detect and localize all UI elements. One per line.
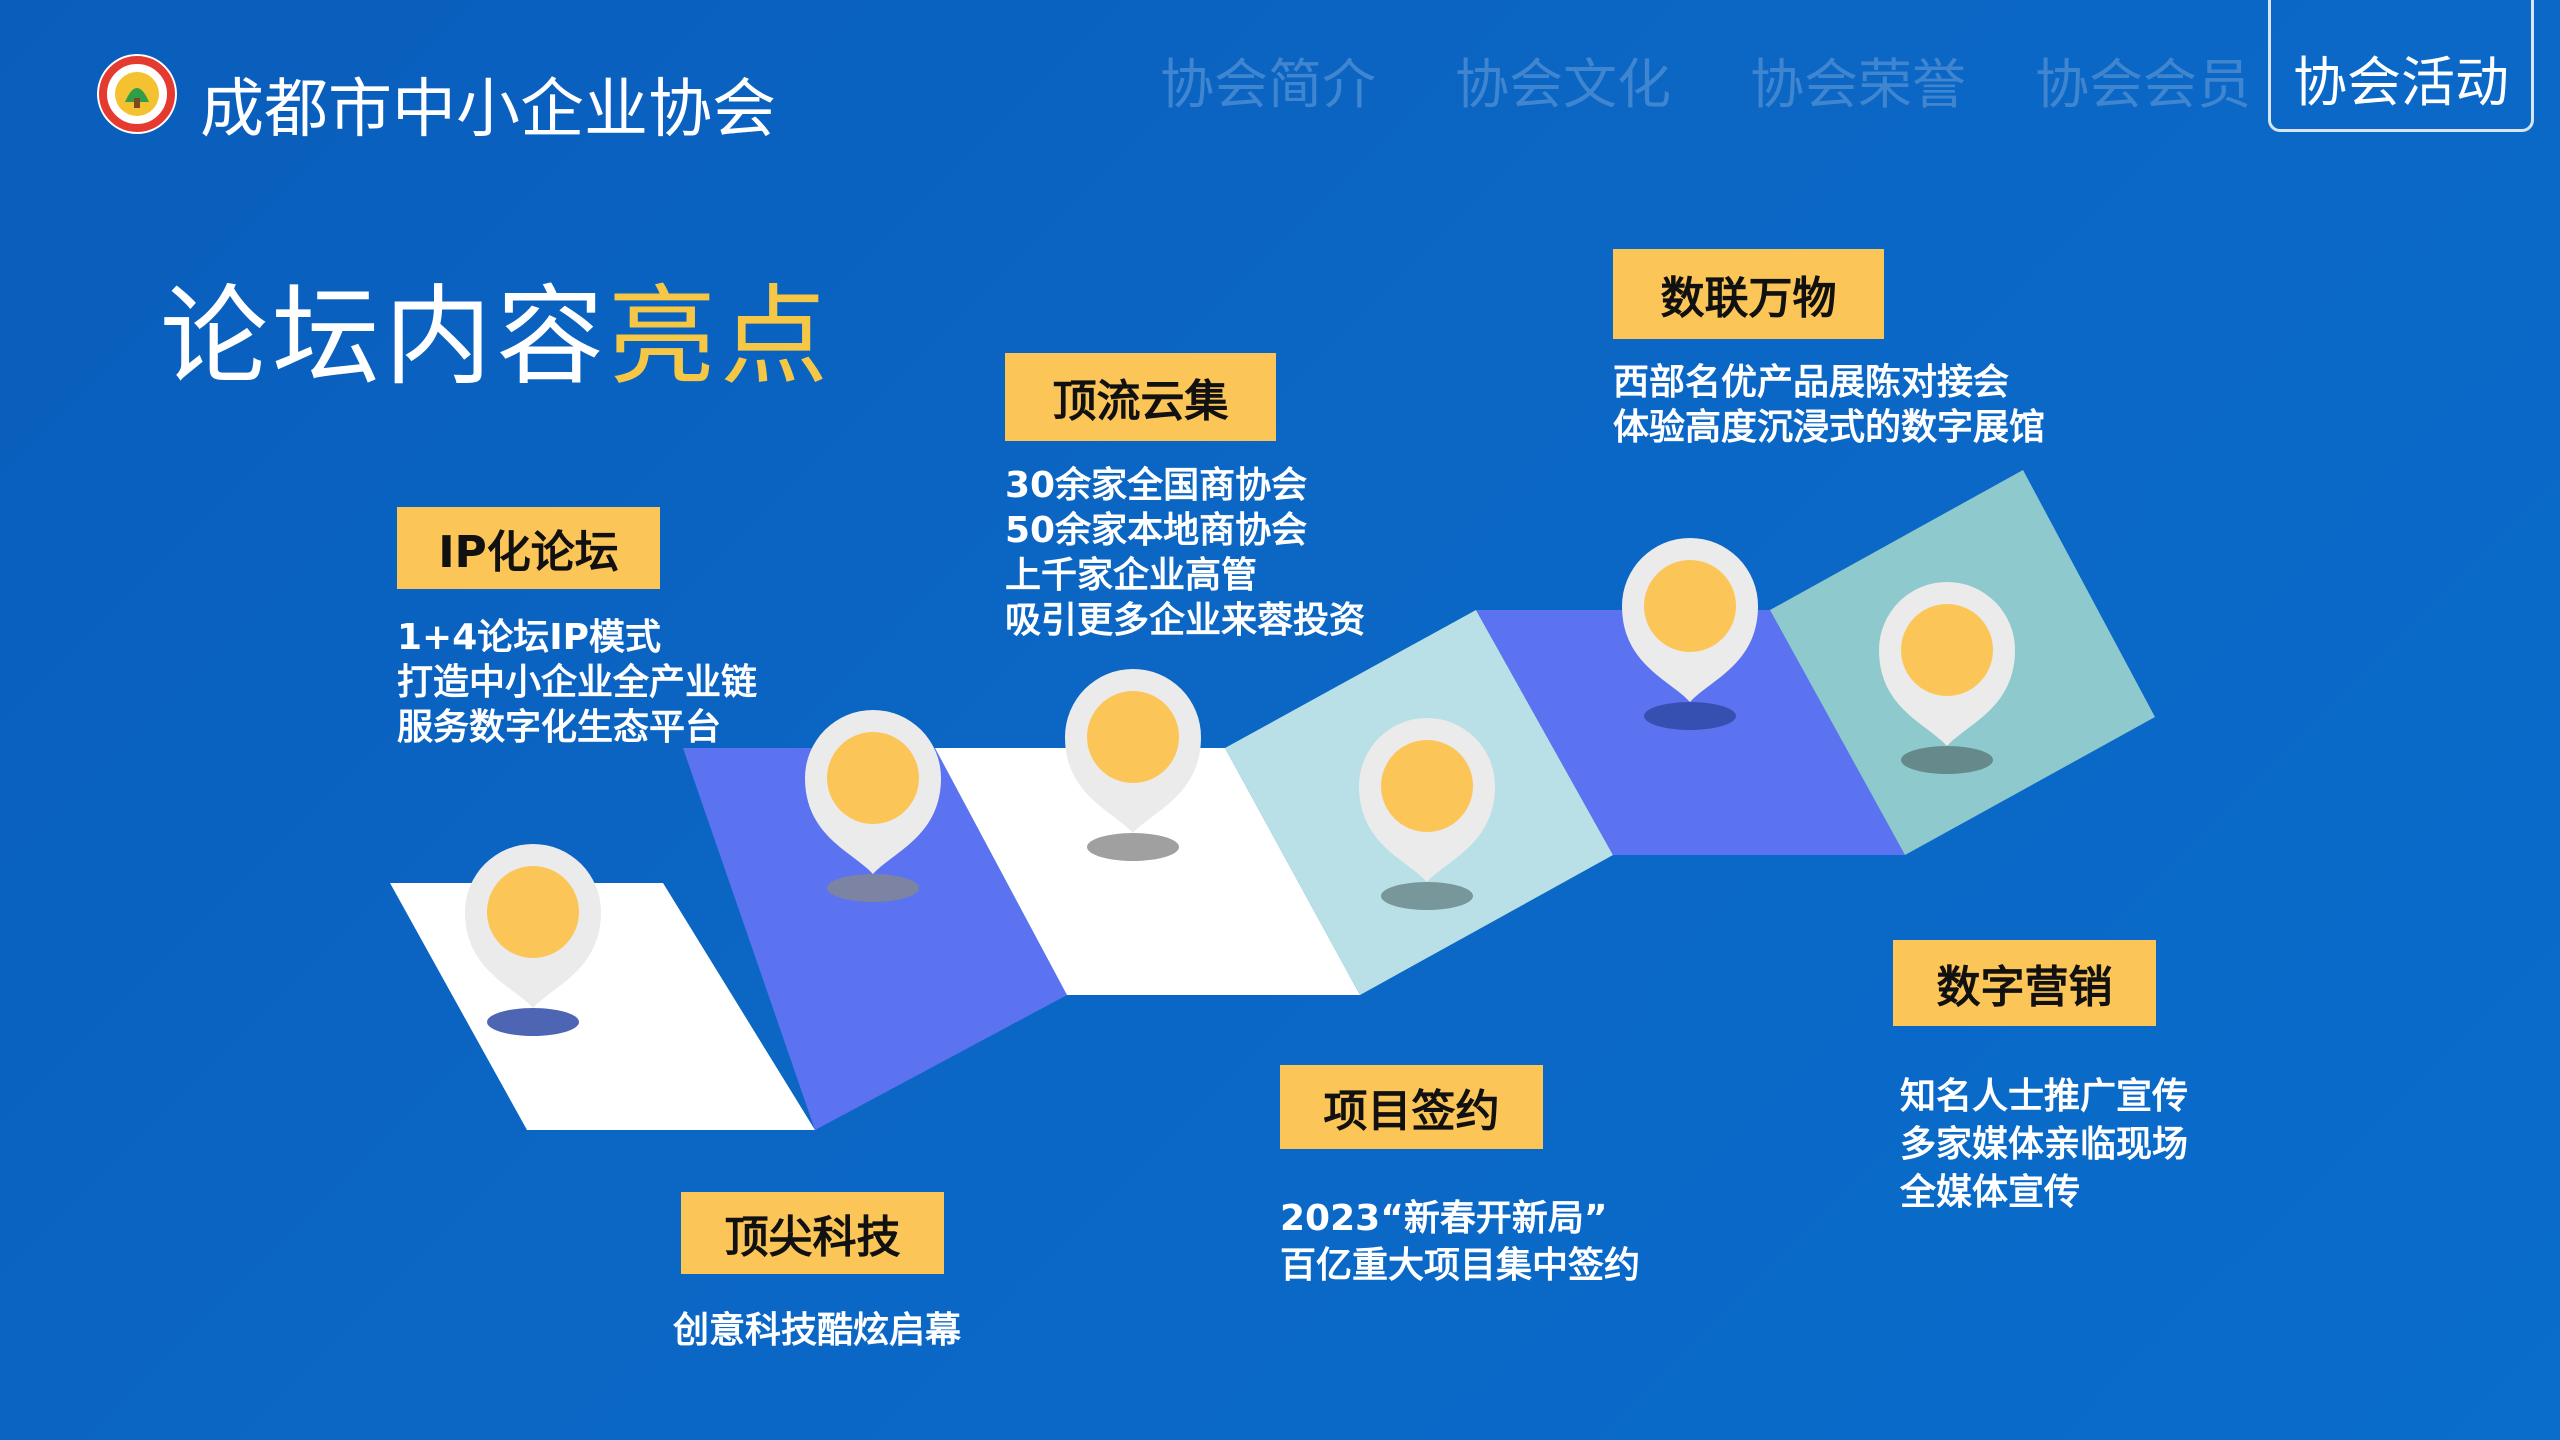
map-pin-icon [805,710,941,902]
page-title: 论坛内容亮点 [160,250,832,406]
nav-item-honors[interactable]: 协会荣誉 [1750,53,1966,116]
milestone-tag-iot: 数联万物 [1613,249,1884,339]
desc-line: 创意科技酷炫启幕 [673,1310,962,1351]
milestone-desc-signing: 2023“新春开新局” 百亿重大项目集中签约 [1280,1195,1640,1289]
desc-line: 多家媒体亲临现场 [1900,1124,2189,1165]
desc-line: 上千家企业高管 [1005,555,1258,596]
milestone-desc-top-gathering: 30余家全国商协会 50余家本地商协会 上千家企业高管 吸引更多企业来蓉投资 [1005,463,1365,643]
nav-item-activities[interactable]: 协会活动 [2268,0,2534,132]
map-pin-icon [1622,538,1758,730]
road-segment-3 [935,748,1360,995]
desc-line: 全媒体宣传 [1900,1172,2081,1213]
association-logo-icon [97,54,177,134]
milestone-tag-top-tech: 顶尖科技 [681,1192,944,1274]
map-pin-icon [465,844,601,1036]
milestone-desc-iot: 西部名优产品展陈对接会 体验高度沉浸式的数字展馆 [1613,360,2045,450]
desc-line: 知名人士推广宣传 [1900,1076,2189,1117]
desc-line: 服务数字化生态平台 [397,707,722,748]
nav-item-members[interactable]: 协会会员 [2035,53,2251,116]
milestone-tag-ip-forum: IP化论坛 [397,507,660,589]
nav-item-culture[interactable]: 协会文化 [1455,53,1671,116]
map-pin-icon [1359,718,1495,910]
milestone-desc-ip-forum: 1+4论坛IP模式 打造中小企业全产业链 服务数字化生态平台 [397,615,757,750]
desc-line: 西部名优产品展陈对接会 [1613,362,2010,403]
nav-item-intro[interactable]: 协会简介 [1160,53,1376,116]
page-title-main: 论坛内容 [160,275,609,400]
page-title-highlight: 亮点 [608,275,833,400]
org-name: 成都市中小企业协会 [200,73,776,147]
road-segment-5 [1476,610,1905,855]
desc-line: 吸引更多企业来蓉投资 [1005,600,1366,641]
desc-line: 2023“新春开新局” [1280,1198,1608,1239]
desc-line: 打造中小企业全产业链 [397,662,758,703]
milestone-tag-digital-marketing: 数字营销 [1893,940,2156,1026]
map-pin-icon [1065,669,1201,861]
map-pin-icon [1879,582,2015,774]
desc-line: 百亿重大项目集中签约 [1280,1245,1641,1286]
desc-line: 体验高度沉浸式的数字展馆 [1613,407,2046,448]
desc-line: 30余家全国商协会 [1005,465,1308,506]
milestone-tag-top-gathering: 顶流云集 [1005,353,1276,441]
milestone-tag-signing: 项目签约 [1280,1065,1543,1149]
desc-line: 1+4论坛IP模式 [397,617,662,658]
milestone-desc-top-tech: 创意科技酷炫启幕 [673,1308,961,1353]
road-segment-2 [683,748,1067,1130]
milestone-desc-digital-marketing: 知名人士推广宣传 多家媒体亲临现场 全媒体宣传 [1900,1073,2188,1217]
desc-line: 50余家本地商协会 [1005,510,1308,551]
